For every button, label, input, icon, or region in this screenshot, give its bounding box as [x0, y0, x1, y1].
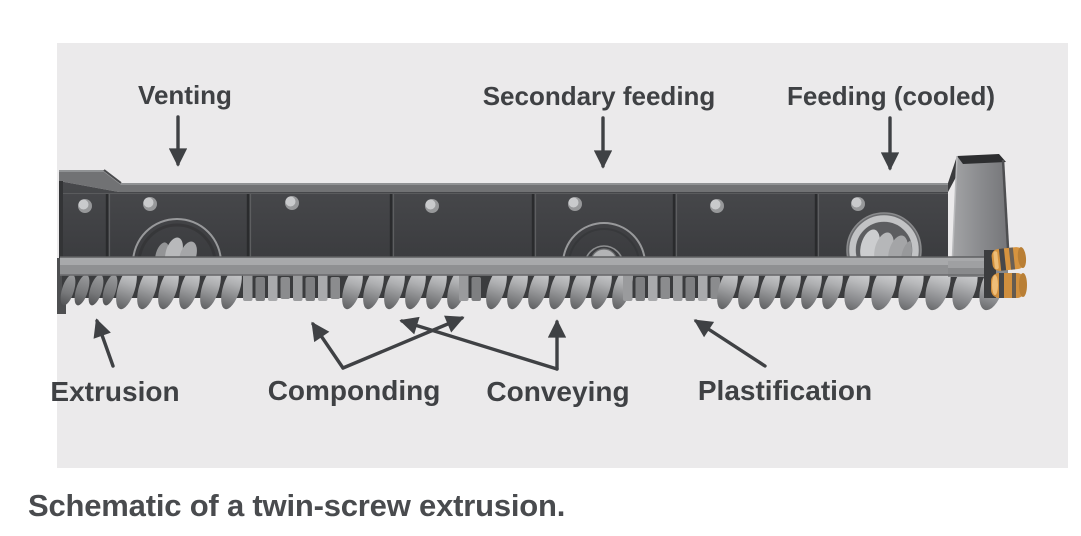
shaft-couplings	[984, 247, 1027, 298]
label-venting: Venting	[138, 80, 232, 110]
annotation-arrows	[93, 115, 900, 371]
feeding-port-ring	[846, 212, 922, 258]
componding-arrow-left	[311, 321, 345, 370]
barrel-port-dots	[78, 196, 865, 213]
plastification-arrow	[693, 319, 767, 368]
extrusion-arrow	[93, 318, 115, 368]
label-secondary-feeding: Secondary feeding	[482, 81, 716, 111]
housing-strip	[60, 256, 1008, 277]
figure-caption: Schematic of a twin-screw extrusion.	[28, 488, 566, 523]
label-componding: Componding	[267, 375, 441, 406]
label-plastification: Plastification	[697, 375, 873, 406]
conveying-arrow-left	[399, 316, 559, 371]
barrel	[57, 169, 948, 314]
label-feeding-cooled: Feeding (cooled)	[787, 81, 995, 111]
componding-arrow-right	[341, 315, 465, 370]
venting-port	[132, 218, 222, 258]
label-extrusion: Extrusion	[50, 376, 180, 407]
label-conveying: Conveying	[486, 376, 630, 407]
secondary-feeding-port	[562, 222, 646, 258]
